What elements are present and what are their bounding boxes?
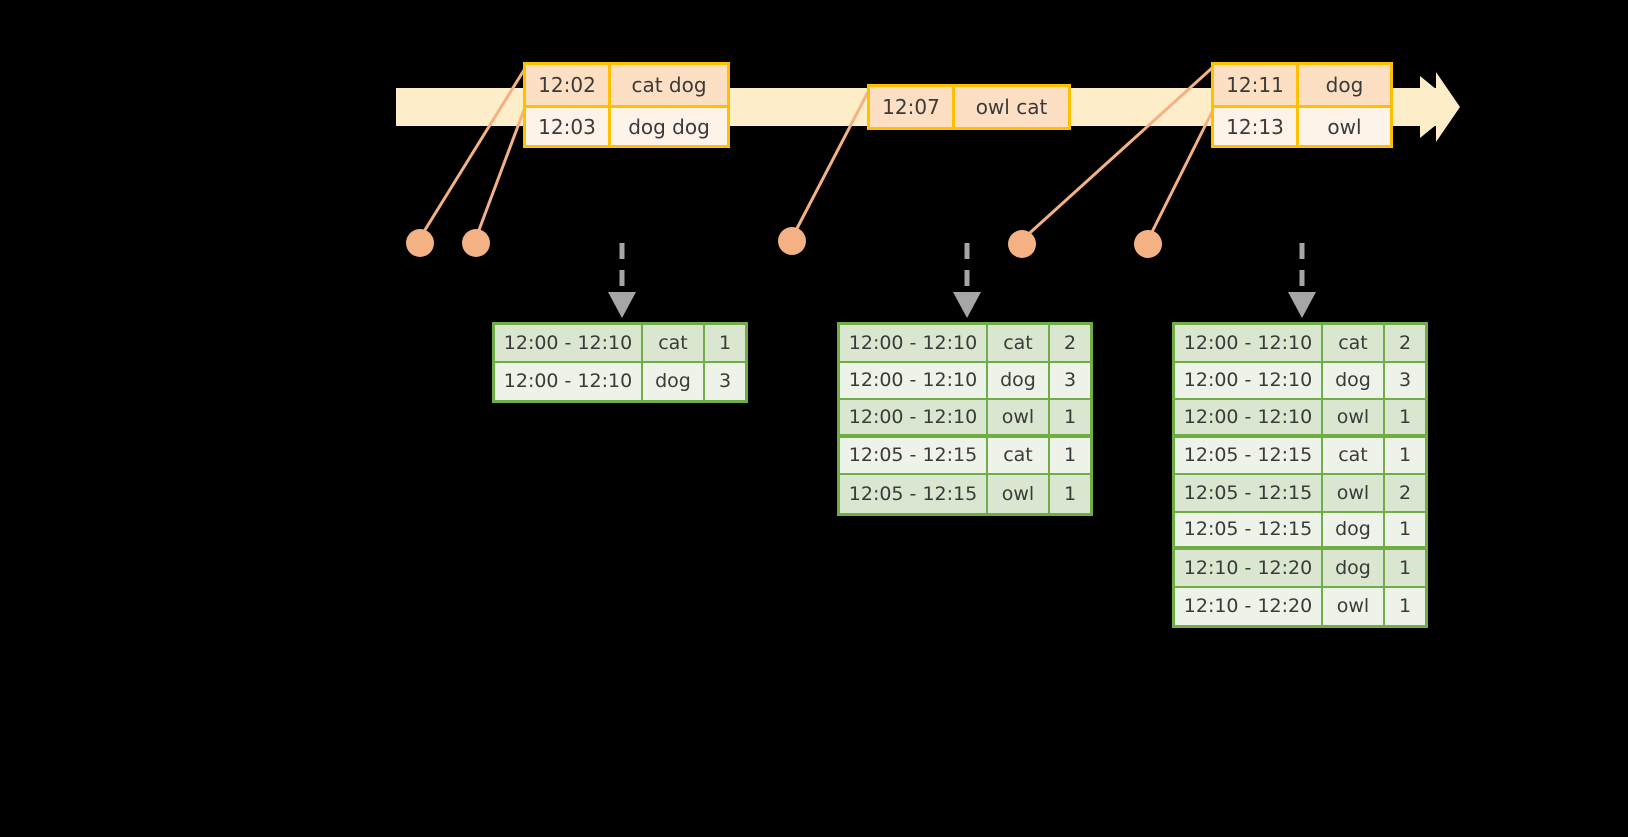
word-cell: owl	[988, 475, 1050, 513]
window-cell: 12:05 - 12:15	[840, 437, 988, 473]
table-row[interactable]: 12:00 - 12:10 cat 1	[495, 325, 745, 363]
table-row[interactable]: 12:05 - 12:15 cat 1	[840, 437, 1090, 475]
count-cell: 2	[1398, 481, 1412, 504]
connector-dot-5	[1134, 230, 1162, 258]
table-row[interactable]: 12:05 - 12:15 owl 2	[1175, 475, 1425, 513]
count-cell: 3	[718, 370, 732, 393]
word-cell: owl	[1323, 400, 1385, 434]
connector-line-1	[418, 68, 526, 240]
event-box-2[interactable]: 12:07 owl cat	[867, 84, 1071, 130]
count-cell: 1	[1063, 444, 1077, 467]
event-time: 12:11	[1214, 65, 1299, 105]
timeline-arrowhead	[1420, 72, 1460, 142]
process-arrow-2	[953, 243, 981, 318]
count-cell: 1	[1063, 405, 1077, 428]
count-cell: 1	[1063, 482, 1077, 505]
word-cell: cat	[643, 325, 705, 361]
result-table-1[interactable]: 12:00 - 12:10 cat 1 12:00 - 12:10 dog 3	[492, 322, 748, 403]
event-row[interactable]: 12:11 dog	[1214, 65, 1390, 105]
word-cell: dog	[1323, 362, 1385, 398]
window-cell: 12:05 - 12:15	[1175, 475, 1323, 511]
window-cell: 12:00 - 12:10	[1175, 362, 1323, 398]
count-cell: 2	[1063, 331, 1077, 354]
word-cell: cat	[1323, 325, 1385, 361]
table-row[interactable]: 12:05 - 12:15 cat 1	[1175, 437, 1425, 475]
table-row[interactable]: 12:00 - 12:10 dog 3	[1175, 362, 1425, 400]
event-time: 12:03	[526, 108, 611, 145]
window-cell: 12:00 - 12:10	[840, 325, 988, 361]
event-box-3[interactable]: 12:11 dog 12:13 owl	[1211, 62, 1393, 148]
table-row[interactable]: 12:00 - 12:10 dog 3	[840, 362, 1090, 400]
window-cell: 12:05 - 12:15	[1175, 512, 1323, 546]
window-cell: 12:00 - 12:10	[840, 362, 988, 398]
word-cell: dog	[643, 362, 705, 400]
count-cell: 1	[718, 331, 732, 354]
table-row[interactable]: 12:05 - 12:15 dog 1	[1175, 512, 1425, 550]
connector-dot-2	[462, 229, 490, 257]
table-row[interactable]: 12:10 - 12:20 dog 1	[1175, 550, 1425, 588]
event-words: dog	[1325, 73, 1364, 97]
event-time: 12:02	[526, 65, 611, 105]
result-table-3[interactable]: 12:00 - 12:10 cat 2 12:00 - 12:10 dog 3 …	[1172, 322, 1428, 628]
event-words: dog dog	[628, 114, 710, 139]
connector-dots	[406, 227, 1162, 258]
table-row[interactable]: 12:00 - 12:10 cat 2	[1175, 325, 1425, 363]
window-cell: 12:00 - 12:10	[840, 400, 988, 434]
count-cell: 3	[1398, 369, 1412, 392]
connector-line-2	[474, 108, 526, 240]
process-arrow-3	[1288, 243, 1316, 318]
table-row[interactable]: 12:00 - 12:10 cat 2	[840, 325, 1090, 363]
result-table-2[interactable]: 12:00 - 12:10 cat 2 12:00 - 12:10 dog 3 …	[837, 322, 1093, 516]
table-row[interactable]: 12:05 - 12:15 owl 1	[840, 475, 1090, 513]
window-cell: 12:00 - 12:10	[495, 362, 643, 400]
window-cell: 12:05 - 12:15	[1175, 437, 1323, 473]
count-cell: 1	[1398, 595, 1412, 618]
event-row[interactable]: 12:07 owl cat	[870, 87, 1068, 127]
word-cell: owl	[1323, 475, 1385, 511]
window-cell: 12:00 - 12:10	[1175, 400, 1323, 434]
word-cell: dog	[1323, 550, 1385, 586]
event-words: owl	[1327, 114, 1362, 139]
count-cell: 1	[1398, 405, 1412, 428]
count-cell: 1	[1398, 556, 1412, 579]
connector-dot-1	[406, 229, 434, 257]
event-time: 12:07	[870, 87, 955, 127]
event-row[interactable]: 12:03 dog dog	[526, 105, 727, 145]
word-cell: dog	[988, 362, 1050, 398]
event-words: cat dog	[631, 73, 707, 97]
event-words: owl cat	[975, 95, 1048, 119]
window-cell: 12:10 - 12:20	[1175, 587, 1323, 625]
count-cell: 2	[1398, 331, 1412, 354]
count-cell: 3	[1063, 369, 1077, 392]
word-cell: owl	[1323, 587, 1385, 625]
connector-dot-4	[1008, 230, 1036, 258]
window-cell: 12:10 - 12:20	[1175, 550, 1323, 586]
word-cell: cat	[988, 437, 1050, 473]
window-cell: 12:00 - 12:10	[1175, 325, 1323, 361]
table-row[interactable]: 12:00 - 12:10 owl 1	[1175, 400, 1425, 438]
process-arrow-1	[608, 243, 636, 318]
table-row[interactable]: 12:10 - 12:20 owl 1	[1175, 587, 1425, 625]
event-box-1[interactable]: 12:02 cat dog 12:03 dog dog	[523, 62, 730, 148]
count-cell: 1	[1398, 518, 1412, 541]
connector-line-5	[1146, 110, 1214, 242]
event-row[interactable]: 12:02 cat dog	[526, 65, 727, 105]
event-time: 12:13	[1214, 108, 1299, 145]
word-cell: cat	[988, 325, 1050, 361]
word-cell: cat	[1323, 437, 1385, 473]
process-arrows	[608, 243, 1316, 318]
window-cell: 12:00 - 12:10	[495, 325, 643, 361]
word-cell: dog	[1323, 512, 1385, 546]
event-row[interactable]: 12:13 owl	[1214, 105, 1390, 145]
connector-line-3	[790, 90, 870, 240]
table-row[interactable]: 12:00 - 12:10 dog 3	[495, 362, 745, 400]
count-cell: 1	[1398, 444, 1412, 467]
connector-dot-3	[778, 227, 806, 255]
window-cell: 12:05 - 12:15	[840, 475, 988, 513]
table-row[interactable]: 12:00 - 12:10 owl 1	[840, 400, 1090, 438]
word-cell: owl	[988, 400, 1050, 434]
